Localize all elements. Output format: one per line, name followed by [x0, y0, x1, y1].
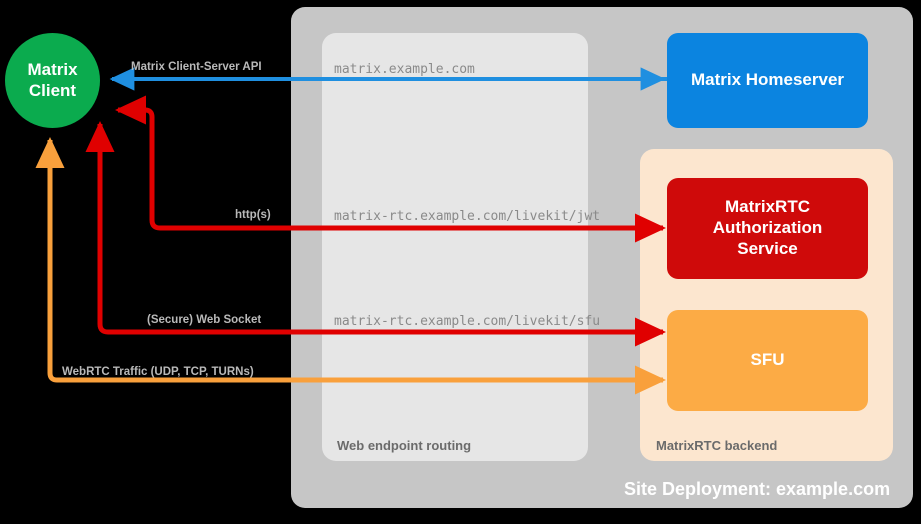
- endpoint-label-livekit-jwt: matrix-rtc.example.com/livekit/jwt: [334, 209, 601, 224]
- matrix-client-line-1: Matrix: [27, 59, 78, 79]
- node-matrixrtc-authorization-service[interactable]: MatrixRTC Authorization Service: [667, 178, 868, 279]
- matrix-client-line-2: Client: [28, 80, 77, 100]
- endpoint-label-matrix-example-com: matrix.example.com: [334, 62, 475, 77]
- node-matrixrtc-authorization-service-label: MatrixRTC Authorization Service: [713, 197, 823, 259]
- caption-web-endpoint-routing: Web endpoint routing: [337, 438, 472, 453]
- flow-label-secure-web-socket: (Secure) Web Socket: [147, 314, 262, 326]
- caption-matrixrtc-backend: MatrixRTC backend: [656, 438, 778, 453]
- auth-service-line-2: Authorization: [712, 218, 823, 238]
- node-matrix-client[interactable]: Matrix Client: [5, 33, 100, 128]
- web-endpoint-routing-container: [322, 33, 588, 461]
- node-matrix-homeserver[interactable]: Matrix Homeserver: [667, 33, 868, 128]
- auth-service-line-3: Service: [737, 238, 798, 258]
- caption-site-deployment: Site Deployment: example.com: [624, 479, 891, 499]
- flow-label-webrtc-traffic: WebRTC Traffic (UDP, TCP, TURNs): [62, 366, 254, 378]
- node-sfu[interactable]: SFU: [667, 310, 868, 411]
- node-sfu-label: SFU: [750, 350, 785, 370]
- node-matrix-homeserver-label: Matrix Homeserver: [690, 70, 845, 90]
- flow-label-matrix-client-server-api: Matrix Client-Server API: [131, 61, 262, 73]
- node-matrix-client-label: Matrix Client: [27, 60, 77, 101]
- auth-service-line-1: MatrixRTC: [724, 197, 810, 217]
- flow-label-https: http(s): [235, 209, 271, 221]
- endpoint-label-livekit-sfu: matrix-rtc.example.com/livekit/sfu: [334, 314, 601, 329]
